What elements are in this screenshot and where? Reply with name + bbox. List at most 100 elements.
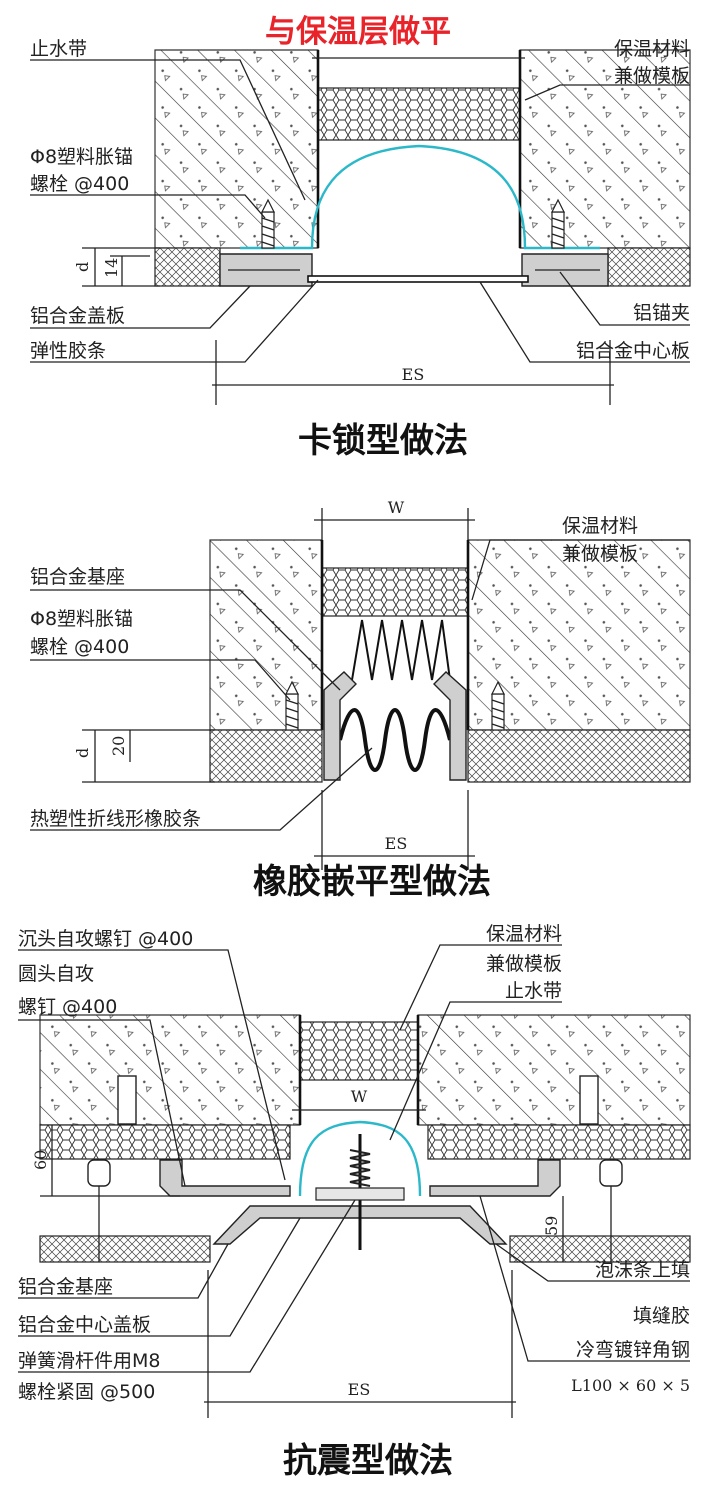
s3-board-left <box>39 1235 211 1263</box>
top-title: 与保温层做平 <box>265 14 451 50</box>
s3-center-cover <box>212 1205 508 1245</box>
s2-board-right <box>467 729 691 783</box>
s3-anchor-post-right <box>579 1075 599 1125</box>
s1-dim-es: ES <box>402 365 425 384</box>
s1-concrete-left <box>154 49 319 249</box>
s1-waterstop-arc <box>240 144 600 250</box>
s2-zigzag-lower <box>338 708 452 772</box>
s2-dim-w: W <box>388 498 405 517</box>
s3-leader-center-cover <box>18 1217 301 1337</box>
s1-label-clamp: 铝锚夹 <box>633 302 690 324</box>
s1-leader-waterstop <box>30 59 306 201</box>
s3-leader-countersunk <box>18 949 286 1181</box>
s2-base-right <box>433 671 467 781</box>
s3-dim-59: 59 <box>542 1216 561 1236</box>
s2-label-insulation-1: 保温材料 <box>562 515 638 537</box>
s1-dim-14: 14 <box>102 258 121 278</box>
s3-leader-round <box>18 1019 186 1187</box>
s3-leader-spring <box>18 1199 356 1373</box>
s1-leader-anchor <box>30 194 266 219</box>
s1-title: 卡锁型做法 <box>298 421 468 461</box>
s1-label-anchor-1: Φ8塑料胀锚 <box>30 146 133 168</box>
s3-label-center-cover: 铝合金中心盖板 <box>18 1314 151 1336</box>
s2-label-anchor-2: 螺栓 @400 <box>30 636 129 658</box>
s1-center-plate <box>307 275 529 283</box>
s3-slide-block <box>315 1187 405 1201</box>
s3-label-angle-2: L100 × 60 × 5 <box>571 1376 690 1395</box>
s2-label-insulation-2: 兼做模板 <box>562 543 638 565</box>
s3-bolt-left <box>87 1159 111 1262</box>
s2-base-left <box>323 671 357 781</box>
s3-leader-base <box>18 1243 229 1299</box>
s2-dim-20: 20 <box>109 736 128 756</box>
s3-label-insulation-1: 保温材料 <box>486 923 562 945</box>
s3-leader-waterstop <box>389 1001 562 1141</box>
s2-anchor-left <box>285 680 299 731</box>
s2-leader-insulation <box>471 539 690 601</box>
s3-spring-coil <box>349 1149 371 1187</box>
s3-label-spring-1: 弹簧滑杆件用M8 <box>18 1350 160 1372</box>
s2-leader-anchor <box>30 659 291 701</box>
s3-label-screw-countersunk: 沉头自攻螺钉 @400 <box>18 928 193 950</box>
section1-drawing <box>30 49 691 405</box>
s1-anchor-left <box>261 198 275 249</box>
s3-dim-es: ES <box>348 1380 371 1399</box>
s3-board-right <box>509 1235 691 1263</box>
s1-label-center-plate: 铝合金中心板 <box>576 340 690 362</box>
s3-label-angle-1: 冷弯镀锌角钢 <box>576 1339 690 1361</box>
s3-bolt-right <box>599 1159 623 1262</box>
s3-leader-foam <box>495 1243 690 1282</box>
s1-leader-strip <box>30 279 319 363</box>
s3-leader-insulation <box>399 944 562 1031</box>
s2-insulation-block <box>321 567 469 617</box>
s2-dim-d: d <box>73 748 92 758</box>
s2-leader-base <box>30 589 341 691</box>
s1-label-waterstop: 止水带 <box>30 38 87 60</box>
s3-label-waterstop: 止水带 <box>505 980 562 1002</box>
s1-board-left <box>154 247 221 287</box>
s3-label-screw-round-2: 螺钉 @400 <box>18 996 117 1018</box>
s2-label-anchor-1: Φ8塑料胀锚 <box>30 608 133 630</box>
s3-dim-60: 60 <box>31 1150 50 1170</box>
s1-leader-cover <box>30 285 251 329</box>
s1-leader-clamp <box>559 271 690 326</box>
s3-label-spring-2: 螺栓紧固 @500 <box>18 1381 155 1403</box>
s3-insulation-block <box>299 1021 419 1081</box>
s3-anchor-post-left <box>117 1075 137 1125</box>
s1-leader-center <box>479 281 690 363</box>
s3-insulation-band-left <box>39 1124 291 1160</box>
s3-label-foam-2: 填缝胶 <box>633 1305 690 1327</box>
s3-angle-right <box>429 1159 561 1197</box>
s1-label-elastic-strip: 弹性胶条 <box>30 340 106 362</box>
s3-leader-angle <box>479 1195 690 1362</box>
s1-dim-d: d <box>73 262 92 272</box>
s3-label-screw-round-1: 圆头自攻 <box>18 963 94 985</box>
s3-concrete-left <box>39 1014 301 1126</box>
s2-label-base: 铝合金基座 <box>30 566 125 588</box>
s2-board-left <box>209 729 323 783</box>
s3-angle-left <box>159 1159 291 1197</box>
s2-anchor-right <box>491 680 505 731</box>
s1-anchor-right <box>551 198 565 249</box>
s3-insulation-band-right <box>427 1124 691 1160</box>
s2-zigzag-upper <box>351 619 451 681</box>
s1-insulation-block <box>317 87 521 141</box>
s1-board-right <box>607 247 691 287</box>
s1-leader-insulation <box>524 84 690 101</box>
s2-label-rubber-strip: 热塑性折线形橡胶条 <box>30 808 201 830</box>
s3-label-foam-1: 泡沫条上填 <box>595 1259 690 1281</box>
s2-concrete-left <box>209 539 323 731</box>
s3-waterstop-dome <box>298 1120 422 1197</box>
s2-dim-es: ES <box>385 834 408 853</box>
s3-concrete-right <box>417 1014 691 1126</box>
section2-drawing <box>30 508 691 870</box>
s3-label-base: 铝合金基座 <box>18 1276 113 1298</box>
s1-label-insulation-2: 兼做模板 <box>614 65 690 87</box>
s3-title: 抗震型做法 <box>283 1441 453 1481</box>
s2-title: 橡胶嵌平型做法 <box>253 862 491 902</box>
s2-leader-rubber <box>30 747 373 831</box>
s1-label-insulation-1: 保温材料 <box>614 38 690 60</box>
s1-label-cover-plate: 铝合金盖板 <box>30 305 125 327</box>
s1-label-anchor-2: 螺栓 @400 <box>30 173 129 195</box>
